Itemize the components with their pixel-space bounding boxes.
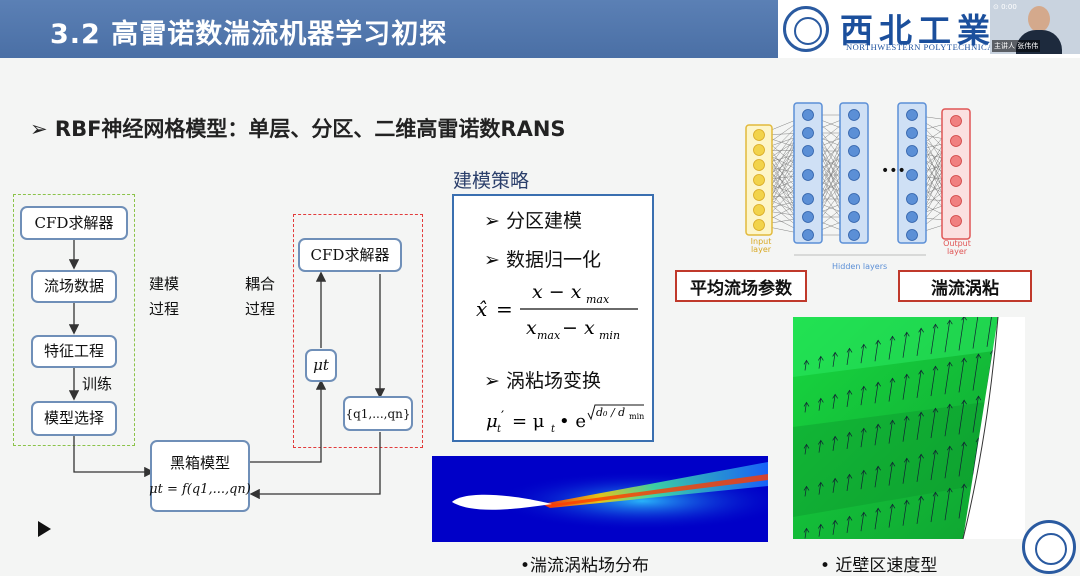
strategy-title: 建模策略 [453,170,530,192]
university-seal-icon [783,6,829,52]
strategy-item-normalize: ➢ 数据归一化 [484,249,601,271]
flow-arrows [68,240,386,500]
nn-node [906,211,918,223]
blackbox-title: 黑箱模型 [169,454,230,472]
output-layer-label: Output layer [943,239,971,256]
mu-t-box: μt [305,349,337,382]
svg-text:min: min [599,329,620,342]
q-set-box: {q1,...,qn} [343,396,413,431]
strategy-box: ➢ 分区建模 ➢ 数据归一化 x̂ = x − x max x max − x … [452,194,654,442]
coupling-label-2: 过程 [245,300,276,318]
nn-node [848,127,860,139]
cfd-solver-box-right: CFD求解器 [298,238,402,272]
nn-node [753,219,765,231]
svg-text:=: = [496,297,513,321]
svg-text:= μ: = μ [512,411,545,432]
nn-node [753,144,765,156]
nn-node [848,229,860,241]
nn-node [753,159,765,171]
nn-node [950,155,962,167]
nn-node [848,109,860,121]
nn-node [802,193,814,205]
coupling-label-1: 耦合 [245,275,276,293]
near-wall-velocity-profile [793,317,1025,539]
university-logo-text: 西北工業 [840,11,996,50]
svg-text:t: t [497,424,502,435]
mean-flow-params-label: 平均流场参数 [675,270,807,302]
nn-node [753,204,765,216]
modeling-label-1: 建模 [149,275,180,293]
svg-text:x − x: x − x [532,281,582,303]
nn-node [848,169,860,181]
strategy-item-transform: ➢ 涡粘场变换 [484,370,601,392]
play-icon[interactable] [38,521,51,537]
svg-text:max: max [586,293,610,306]
nn-node [906,169,918,181]
svg-text:d₀ / d: d₀ / d [596,406,625,419]
nn-node [753,174,765,186]
nn-node [848,211,860,223]
nn-node [906,193,918,205]
speaker-name: 主讲人 张伟伟 [992,40,1041,52]
input-layer-label: Input layer [750,237,772,254]
slide-title: 3.2 高雷诺数湍流机器学习初探 [50,19,448,50]
nn-node [802,145,814,157]
nn-node [753,129,765,141]
nn-node [906,145,918,157]
svg-text:max: max [537,329,561,342]
nn-node [802,229,814,241]
nn-node [848,193,860,205]
modeling-label-2: 过程 [149,300,180,318]
slide-subtitle: ➢ RBF神经网格模型：单层、分区、二维高雷诺数RANS [30,117,566,141]
nn-node [753,189,765,201]
model-select-box: 模型选择 [31,401,117,436]
svg-text:μ: μ [486,411,498,432]
svg-text:• e: • e [559,411,586,432]
svg-text:t: t [551,424,556,435]
eddy-viscosity-contour [432,456,768,542]
svg-text:min: min [629,412,644,421]
coupling-process-frame [293,214,423,448]
normalize-formula: x̂ = x − x max x max − x min [476,281,638,342]
university-logo-english: NORTHWESTERN POLYTECHNICA [846,42,994,52]
video-status: ⊙ 0:00 [993,3,1017,11]
nn-node [950,115,962,127]
svg-text:′: ′ [501,409,504,425]
blackbox-formula: μt = f(q1,...,qn) [149,482,251,497]
nn-node [802,211,814,223]
nn-node [950,135,962,147]
nn-node [848,145,860,157]
flow-data-box: 流场数据 [31,270,117,303]
train-label: 训练 [82,375,113,393]
corner-seal-icon [1022,520,1076,574]
hidden-layers-label: Hidden layers [832,262,888,271]
transform-formula: μ t ′ = μ t • e d₀ / d min [486,404,644,435]
nn-node [802,109,814,121]
neural-network-diagram: ••• [745,102,971,256]
nn-node [906,229,918,241]
svg-text:− x: − x [562,317,595,339]
nn-node [802,169,814,181]
nn-node [950,195,962,207]
nn-node [906,127,918,139]
turbulent-viscosity-label: 湍流涡粘 [898,270,1032,302]
nn-node [906,109,918,121]
speaker-video[interactable]: ⊙ 0:00 主讲人 张伟伟 [990,0,1080,54]
nn-node [950,175,962,187]
nn-node [802,127,814,139]
blackbox-model-box: 黑箱模型 μt = f(q1,...,qn) [149,440,251,512]
velocity-profile-caption: • 近壁区速度型 [820,556,938,576]
strategy-item-zoning: ➢ 分区建模 [484,210,582,232]
feature-engineering-box: 特征工程 [31,335,117,368]
eddy-viscosity-caption: •湍流涡粘场分布 [520,556,650,576]
svg-text:x: x [526,317,537,339]
svg-text:x̂: x̂ [476,297,487,321]
nn-ellipsis: ••• [881,163,906,179]
nn-node [950,215,962,227]
speaker-head [1028,6,1050,32]
cfd-solver-box-left: CFD求解器 [20,206,128,240]
